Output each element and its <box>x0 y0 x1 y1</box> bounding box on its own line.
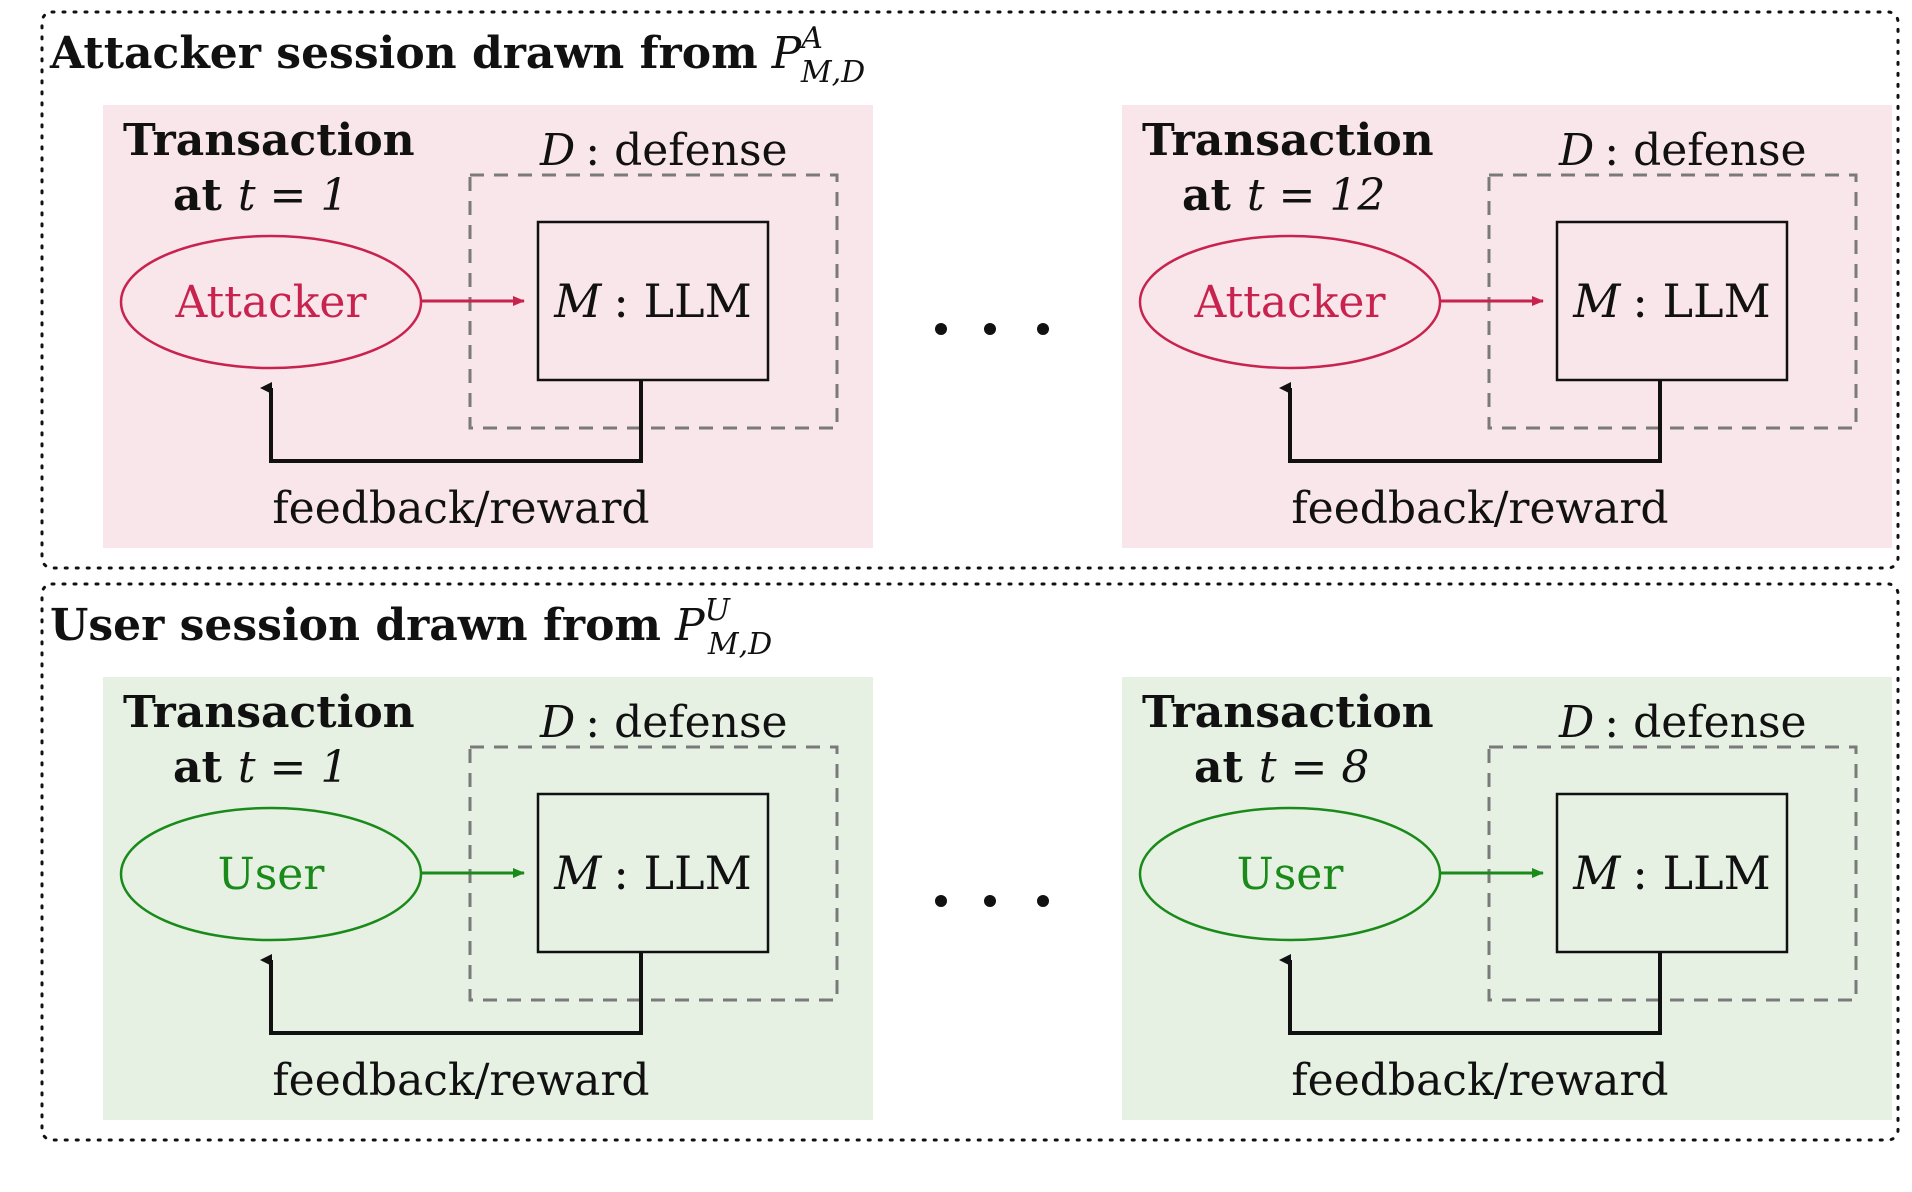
user-label: User <box>218 849 326 900</box>
ellipsis <box>935 895 1049 907</box>
feedback-label: feedback/reward <box>1291 1055 1668 1106</box>
llm-label: M: LLM <box>553 274 751 328</box>
llm-box <box>536 792 770 954</box>
feedback-arrow <box>1279 380 1662 463</box>
llm-box <box>1555 792 1789 954</box>
feedback-label: feedback/reward <box>272 483 649 534</box>
llm-label: M: LLM <box>1572 274 1770 328</box>
transaction-background <box>1122 105 1892 548</box>
llm-box <box>1555 220 1789 382</box>
defense-label: D: defense <box>1558 125 1807 176</box>
feedback-label: feedback/reward <box>1291 483 1668 534</box>
transaction-background <box>1122 677 1892 1120</box>
user-session-border <box>40 582 1900 1142</box>
transaction-heading: Transaction <box>123 687 415 738</box>
transaction-heading: Transaction <box>1142 115 1434 166</box>
attacker-label: Attacker <box>1194 277 1387 328</box>
defense-label: D: defense <box>1558 697 1807 748</box>
feedback-arrow <box>1279 952 1662 1035</box>
defense-label: D: defense <box>539 697 788 748</box>
llm-label: M: LLM <box>553 846 751 900</box>
attacker-label: Attacker <box>175 277 368 328</box>
user-label: User <box>1237 849 1345 900</box>
defense-label: D: defense <box>539 125 788 176</box>
feedback-label: feedback/reward <box>272 1055 649 1106</box>
attacker-session-border <box>40 10 1900 570</box>
feedback-arrow <box>260 952 643 1035</box>
transaction-background <box>103 105 873 548</box>
ellipsis <box>935 323 1049 335</box>
transaction-heading: Transaction <box>123 115 415 166</box>
llm-label: M: LLM <box>1572 846 1770 900</box>
feedback-arrow <box>260 380 643 463</box>
transaction-background <box>103 677 873 1120</box>
llm-box <box>536 220 770 382</box>
transaction-heading: Transaction <box>1142 687 1434 738</box>
